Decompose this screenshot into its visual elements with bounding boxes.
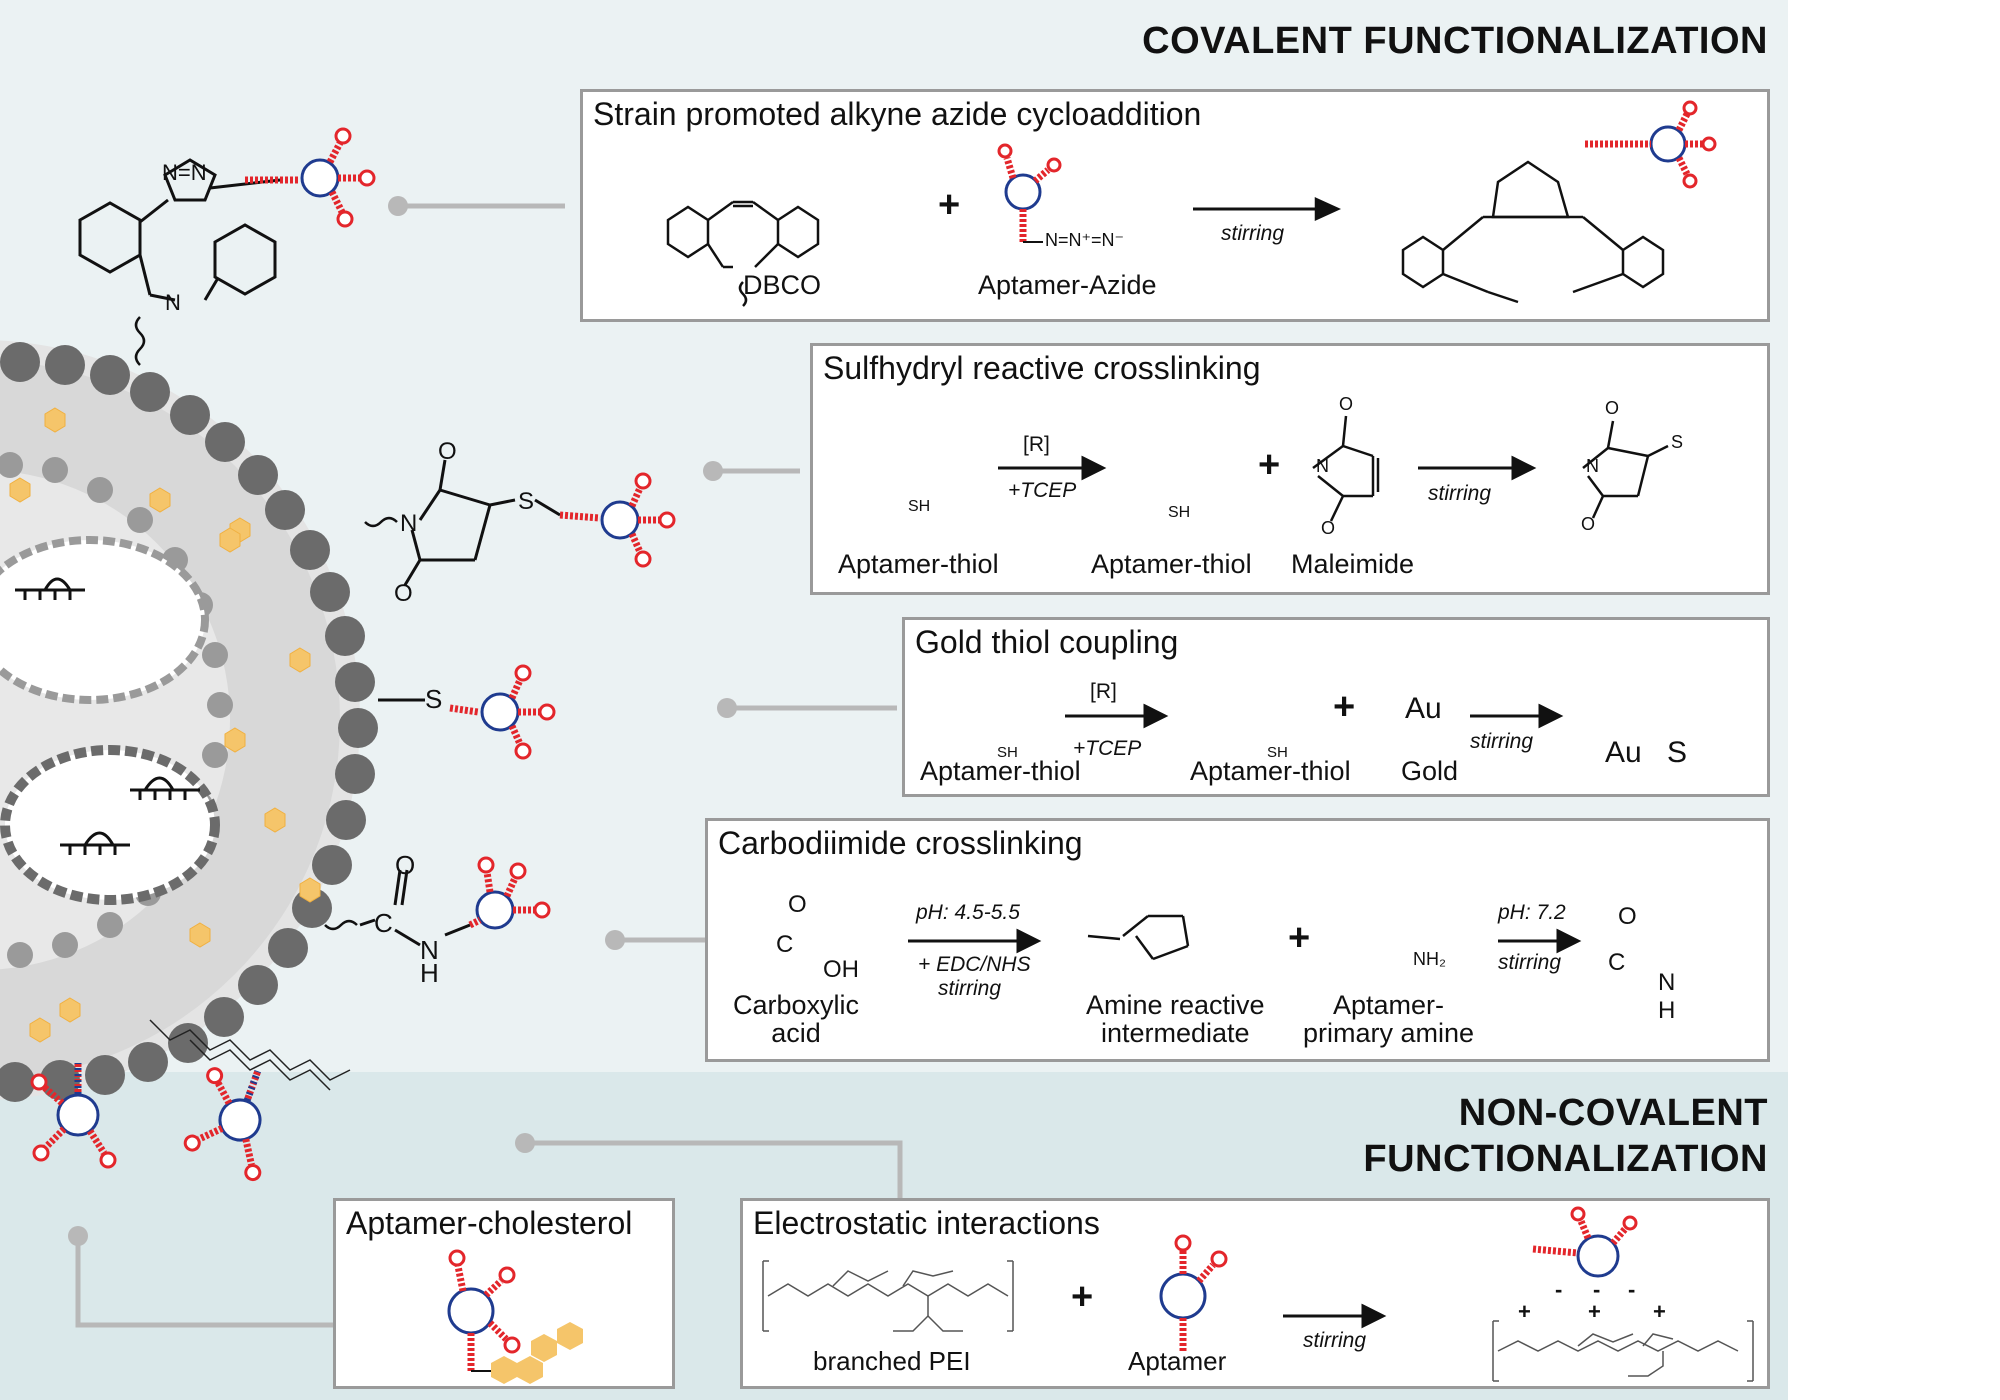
sulfhydryl-maleimide-n: N xyxy=(1316,456,1329,476)
electrostatic-reactant2-label: Aptamer xyxy=(1128,1346,1227,1376)
gold-product-au: Au xyxy=(1605,736,1642,769)
gold-reactant3-label: Gold xyxy=(1401,756,1459,786)
carbodiimide-cond1-line2: + EDC/NHS xyxy=(918,953,1031,976)
spaac-reactant1-label: DBCO xyxy=(743,270,822,300)
carbodiimide-intermediate-line1: Amine reactive xyxy=(1086,990,1265,1020)
lipo-maleimide-s: S xyxy=(518,488,535,515)
carbodiimide-acid-c: C xyxy=(776,931,794,958)
carbodiimide-acid-o: O xyxy=(788,891,807,918)
electrostatic-plus: + xyxy=(1071,1276,1094,1318)
spaac-title: Strain promoted alkyne azide cycloadditi… xyxy=(593,96,1202,132)
sulfhydryl-panel: Sulfhydryl reactive crosslinking [R] +TC… xyxy=(810,343,1770,595)
carbodiimide-cond2-line2: stirring xyxy=(1498,951,1562,974)
sulfhydryl-sh-2: SH xyxy=(1168,504,1191,521)
gold-scheme xyxy=(1065,703,1564,729)
electrostatic-plus-1: + xyxy=(1518,1299,1531,1324)
carbodiimide-nh2: NH₂ xyxy=(1413,949,1446,969)
sulfhydryl-condition: stirring xyxy=(1428,482,1492,505)
cholesterol-panel: Aptamer-cholesterol xyxy=(333,1198,675,1389)
gold-reducer-agent: +TCEP xyxy=(1073,737,1142,760)
carbodiimide-cond1-line3: stirring xyxy=(938,977,1002,1000)
lipo-dbco-n: N xyxy=(165,290,181,315)
gold-panel: Gold thiol coupling [R] +TCEP Aptamer-th… xyxy=(902,617,1770,797)
sulfhydryl-reactant2-label: Aptamer-thiol xyxy=(1091,549,1252,579)
carbodiimide-product-n: N xyxy=(1658,969,1676,996)
carbodiimide-acid-oh: OH xyxy=(823,956,859,983)
sulfhydryl-reactant3-label: Maleimide xyxy=(1291,549,1415,579)
gold-sh-2: SH xyxy=(1267,744,1288,761)
lipo-amide-c: C xyxy=(374,908,393,938)
electrostatic-panel: Electrostatic interactions xyxy=(740,1198,1770,1389)
gold-reducer: [R] xyxy=(1090,680,1117,703)
sulfhydryl-product-n: N xyxy=(1586,456,1599,476)
gold-reactant2-label: Aptamer-thiol xyxy=(1190,756,1351,786)
lipo-maleimide-o2: O xyxy=(394,580,413,607)
lipo-amide-o: O xyxy=(395,850,416,880)
lipo-amide-n: N xyxy=(420,935,439,965)
carbodiimide-reactant2-line2: primary amine xyxy=(1303,1018,1475,1048)
carbodiimide-reactant1-line1: Carboxylic xyxy=(733,990,860,1020)
sulfhydryl-maleimide-o2: O xyxy=(1321,518,1336,538)
gold-condition: stirring xyxy=(1470,730,1534,753)
noncovalent-section-title-line1: NON-COVALENT xyxy=(1458,1092,1768,1134)
electrostatic-plus-2: + xyxy=(1588,1299,1601,1324)
spaac-reactant2-label: Aptamer-Azide xyxy=(978,270,1157,300)
lipo-triazole-n: N=N xyxy=(162,160,207,185)
carbodiimide-intermediate-label: Amine reactive intermediate xyxy=(1086,991,1265,1047)
electrostatic-plus-3: + xyxy=(1653,1299,1666,1324)
lipo-maleimide-o1: O xyxy=(438,438,457,465)
sulfhydryl-product-o1: O xyxy=(1605,398,1620,418)
electrostatic-title: Electrostatic interactions xyxy=(753,1205,1100,1241)
gold-au: Au xyxy=(1405,692,1442,725)
carbodiimide-product-c: C xyxy=(1608,949,1626,976)
carbodiimide-cond2-line1: pH: 7.2 xyxy=(1498,901,1566,924)
gold-title: Gold thiol coupling xyxy=(915,624,1179,660)
sulfhydryl-scheme xyxy=(998,415,1669,522)
spaac-azide-group: N=N⁺=N⁻ xyxy=(1045,230,1125,250)
sulfhydryl-maleimide-o1: O xyxy=(1339,394,1354,414)
lipo-maleimide-n: N xyxy=(400,510,418,537)
gold-sh-1: SH xyxy=(997,744,1018,761)
gold-plus: + xyxy=(1333,686,1356,728)
electrostatic-condition: stirring xyxy=(1303,1329,1367,1352)
carbodiimide-reactant2-label: Aptamer- primary amine xyxy=(1303,991,1474,1047)
electrostatic-scheme xyxy=(762,1206,1754,1382)
sulfhydryl-sh-1: SH xyxy=(908,498,931,515)
carbodiimide-reactant2-line1: Aptamer- xyxy=(1333,990,1445,1020)
cholesterol-title: Aptamer-cholesterol xyxy=(346,1205,633,1241)
sulfhydryl-reducer-agent: +TCEP xyxy=(1008,479,1077,502)
carbodiimide-product-h: H xyxy=(1658,997,1676,1024)
sulfhydryl-product-o2: O xyxy=(1581,514,1596,534)
sulfhydryl-product-s: S xyxy=(1671,432,1684,452)
electrostatic-minus-1: - xyxy=(1555,1277,1563,1302)
sulfhydryl-plus: + xyxy=(1258,444,1281,486)
carbodiimide-cond1-line1: pH: 4.5-5.5 xyxy=(916,901,1020,924)
electrostatic-minus-3: - xyxy=(1628,1277,1636,1302)
spaac-condition: stirring xyxy=(1221,222,1285,245)
spaac-panel: Strain promoted alkyne azide cycloadditi… xyxy=(580,89,1770,322)
carbodiimide-scheme xyxy=(908,914,1582,961)
sulfhydryl-reducer: [R] xyxy=(1023,433,1050,456)
gold-reactant1-label: Aptamer-thiol xyxy=(920,756,1081,786)
carbodiimide-plus: + xyxy=(1288,917,1311,959)
spaac-plus: + xyxy=(938,184,961,226)
sulfhydryl-reactant1-label: Aptamer-thiol xyxy=(838,549,999,579)
carbodiimide-panel: Carbodiimide crosslinking Carboxylic aci… xyxy=(705,818,1770,1062)
carbodiimide-reactant1-label: Carboxylic acid xyxy=(733,991,859,1047)
noncovalent-section-title-line2: FUNCTIONALIZATION xyxy=(1363,1138,1768,1180)
carbodiimide-title: Carbodiimide crosslinking xyxy=(718,825,1083,861)
lipo-gold-s: S xyxy=(425,684,443,714)
cholesterol-scheme xyxy=(447,1249,583,1384)
electrostatic-minus-2: - xyxy=(1593,1277,1601,1302)
carbodiimide-reactant1-line2: acid xyxy=(771,1018,821,1048)
spaac-scheme xyxy=(666,100,1717,307)
lipo-amide-h: H xyxy=(420,958,439,988)
carbodiimide-product-o: O xyxy=(1618,903,1637,930)
covalent-section-title: COVALENT FUNCTIONALIZATION xyxy=(1142,20,1768,62)
gold-product-s: S xyxy=(1667,736,1688,769)
electrostatic-reactant1-label: branched PEI xyxy=(813,1346,971,1376)
carbodiimide-intermediate-line2: intermediate xyxy=(1100,1018,1250,1048)
sulfhydryl-title: Sulfhydryl reactive crosslinking xyxy=(823,350,1261,386)
